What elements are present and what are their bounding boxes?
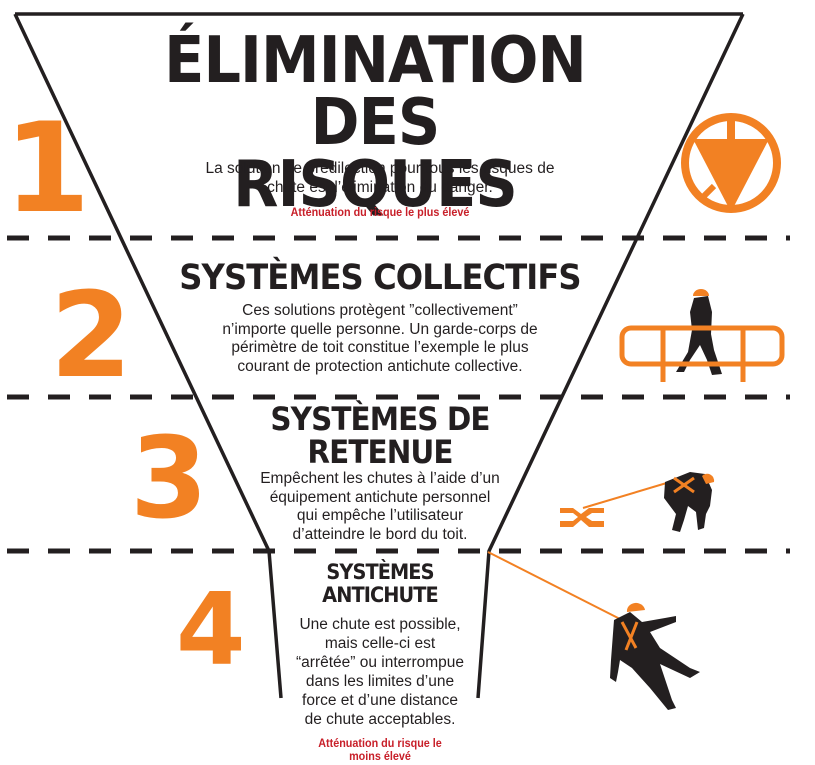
guardrail-worker-icon	[619, 289, 785, 382]
section-dividers	[7, 235, 790, 554]
level-number-1: 1	[4, 97, 91, 241]
level-3-description-line: qui empêche l’utilisateur	[296, 507, 464, 524]
level-number-2: 2	[50, 266, 133, 404]
level-2-description-line: n’importe quelle personne. Un garde-corp…	[222, 320, 538, 338]
fall-arrest-worker-icon	[487, 551, 700, 710]
level-1-description-line: chute est l’élimination du danger.	[267, 178, 493, 196]
level-4-title: SYSTÈMES ANTICHUTE	[288, 561, 472, 607]
level-1-title-line1: ÉLIMINATION DES	[164, 24, 587, 160]
level-3-title-line2: RETENUE	[307, 433, 453, 471]
level-3-title: SYSTÈMES DE RETENUE	[242, 403, 518, 469]
level-4-note: Atténuation du risque le moins élevé	[290, 737, 470, 763]
level-number-3: 3	[130, 414, 208, 544]
level-3-description: Empêchent les chutes à l’aide d’un équip…	[230, 470, 530, 544]
level-4-description-line: de chute acceptables.	[304, 711, 456, 728]
level-2-description: Ces solutions protègent ”collectivement”…	[180, 302, 580, 376]
level-1-description: La solution de prédilection pour tous le…	[150, 160, 610, 197]
level-4-note-line1: Atténuation du risque le	[318, 736, 442, 750]
level-3-description-line: d’atteindre le bord du toit.	[292, 525, 468, 543]
level-2-description-line: périmètre de toit constitue l’exemple le…	[231, 339, 529, 356]
level-2-description-line: Ces solutions protègent ”collectivement”	[242, 302, 518, 319]
level-4-description-line: force et d’une distance	[302, 692, 458, 709]
level-4-description-line: mais celle-ci est	[324, 635, 436, 652]
level-4-description-line: dans les limites d’une	[305, 673, 455, 690]
level-4-description-line: Une chute est possible,	[299, 616, 461, 633]
level-number-4: 4	[176, 571, 246, 688]
level-1-note: Atténuation du risque le plus élevé	[290, 205, 470, 219]
level-2-description-line: courant de protection antichute collecti…	[237, 357, 523, 375]
level-3-description-line: équipement antichute personnel	[269, 488, 491, 506]
hazard-elimination-icon	[681, 113, 781, 213]
restraint-worker-icon	[560, 472, 715, 532]
level-3-title-line1: SYSTÈMES DE	[270, 400, 490, 438]
level-1-title: ÉLIMINATION DES RISQUES	[104, 24, 647, 222]
level-4-description-line: “arrêtée” ou interrompue	[296, 654, 464, 671]
level-4-note-line2: moins élevé	[349, 749, 411, 763]
level-3-description-line: Empêchent les chutes à l’aide d’un	[260, 470, 500, 487]
level-4-description: Une chute est possible, mais celle-ci es…	[280, 615, 480, 729]
level-1-title-line2: RISQUES	[233, 148, 518, 222]
level-4-title-line2: ANTICHUTE	[322, 583, 439, 607]
level-2-title: SYSTÈMES COLLECTIFS	[179, 258, 581, 298]
funnel-outline	[13, 12, 745, 699]
level-4-title-line1: SYSTÈMES	[326, 560, 434, 584]
level-1-description-line: La solution de prédilection pour tous le…	[205, 160, 555, 177]
